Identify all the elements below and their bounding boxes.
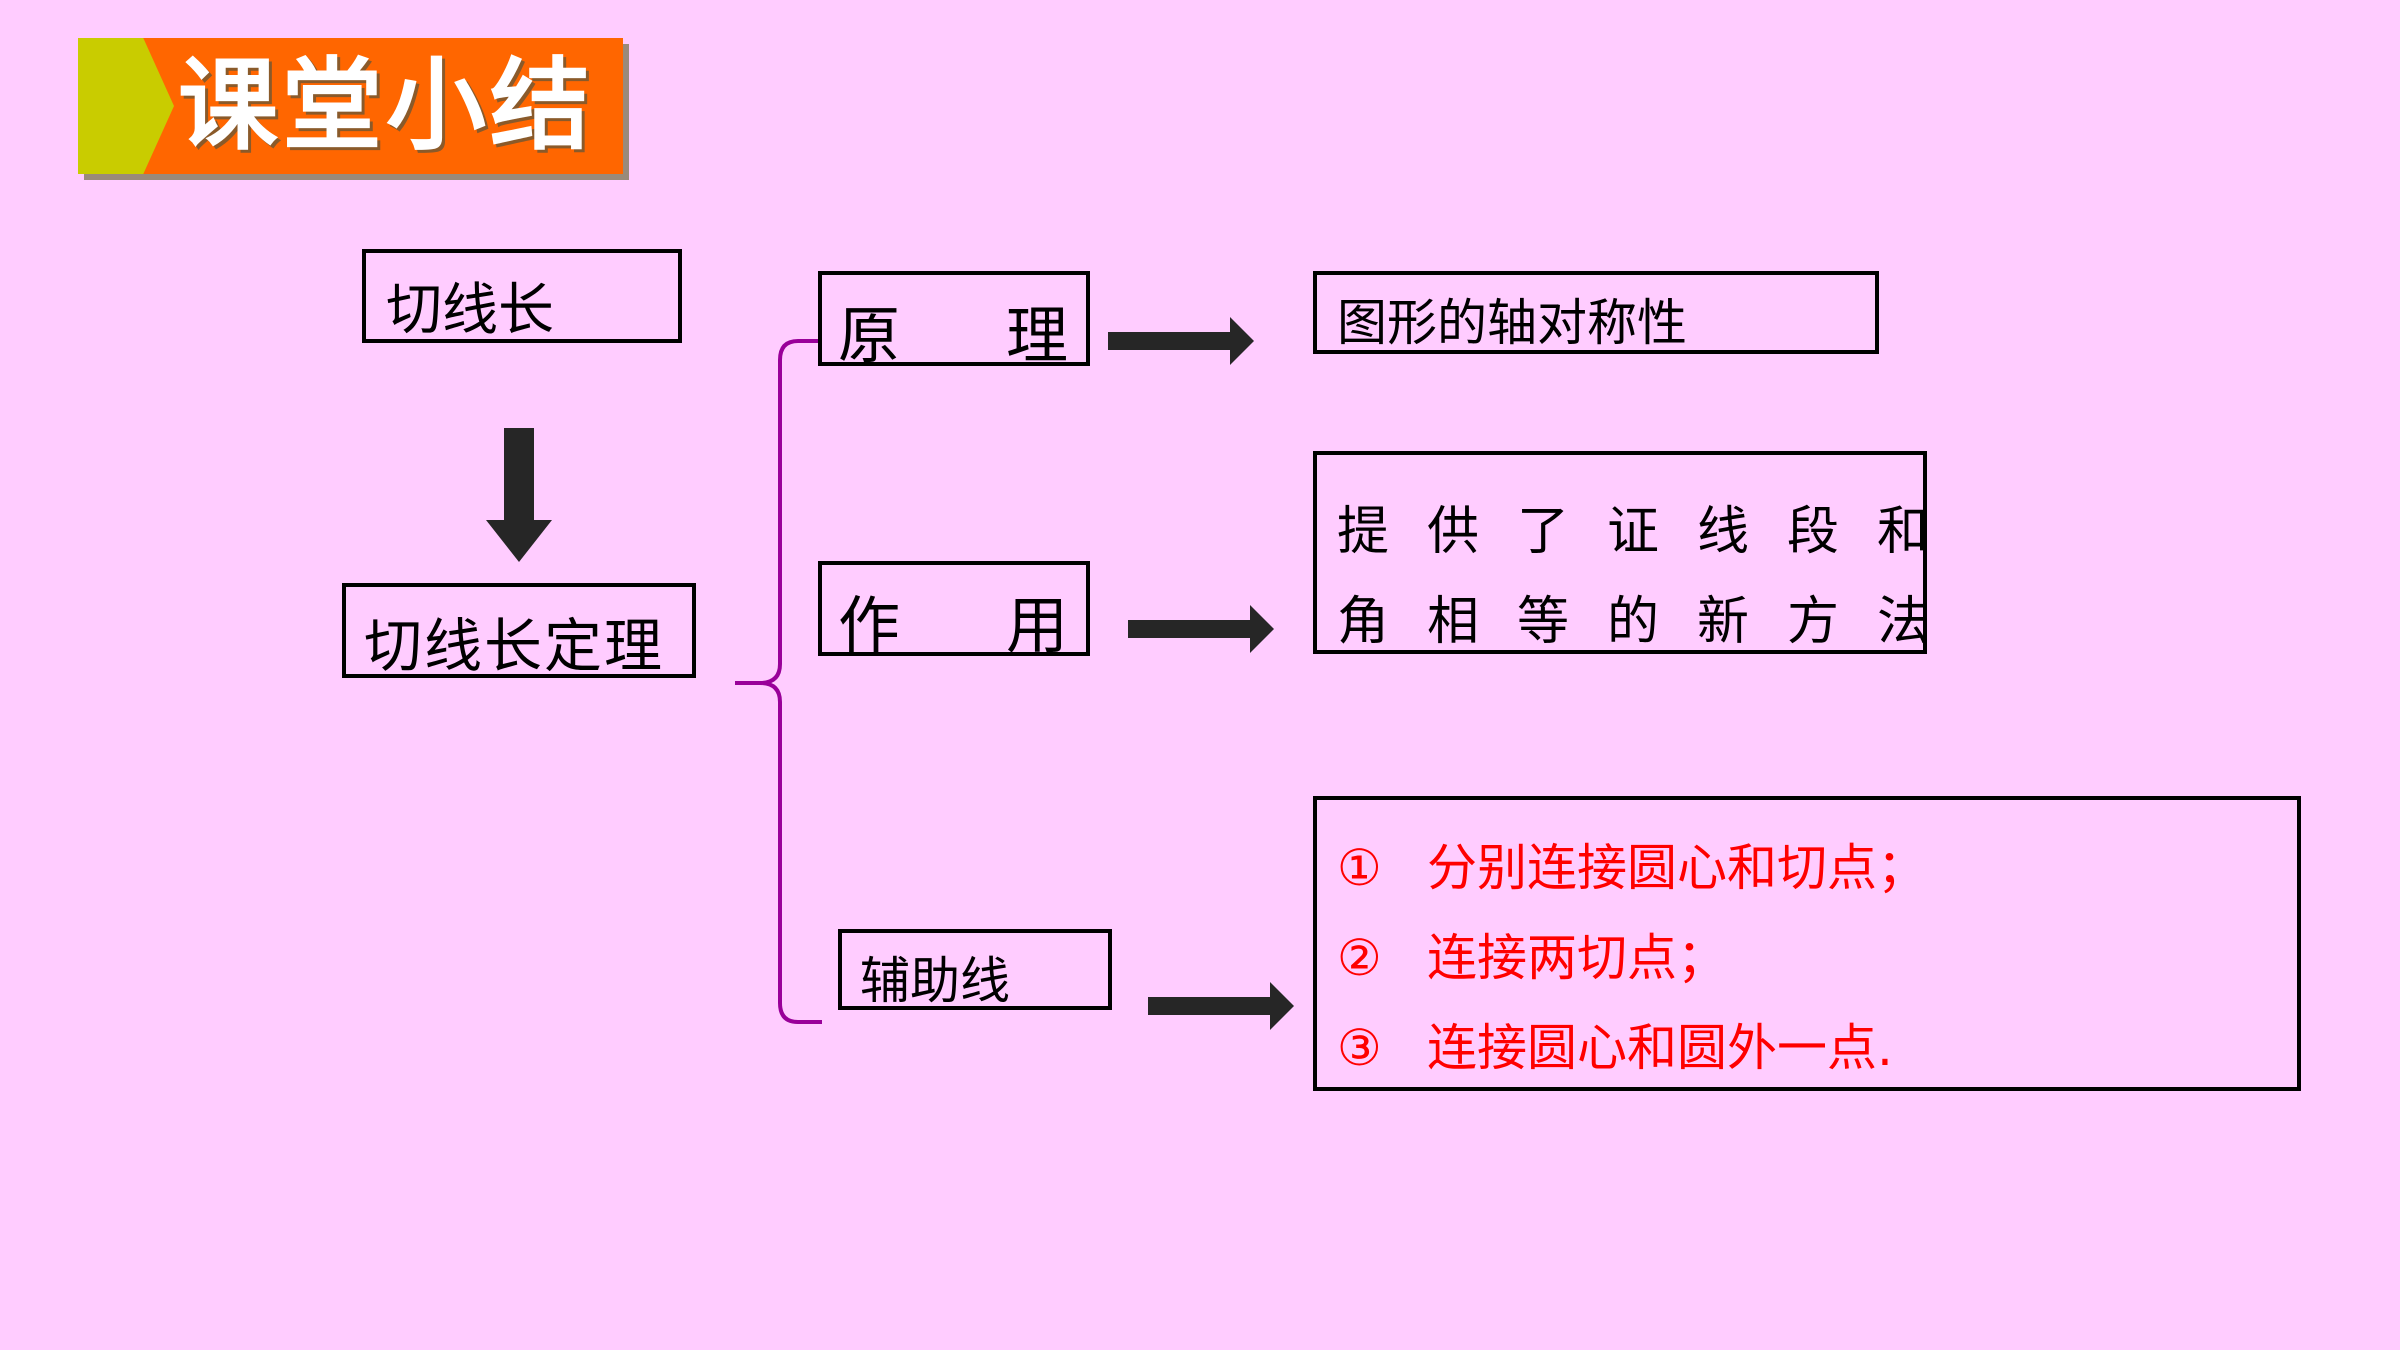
aux-list-item: ② 连接两切点；: [1337, 918, 1727, 990]
brace-icon: [735, 339, 822, 1024]
result-aux-list: ① 分别连接圆心和切点； ② 连接两切点； ③ 连接圆心和圆外一点.: [1313, 796, 2301, 1091]
result-symmetry-label: 图形的轴对称性: [1337, 294, 1687, 352]
node-principle-label-2: 理: [1005, 299, 1068, 372]
result-method-line-1: 提供了证线段和: [1337, 502, 1968, 562]
aux-item-text: 连接圆心和圆外一点.: [1427, 1019, 1893, 1077]
aux-item-marker: ②: [1337, 929, 1382, 987]
right-arrow-icon-principle: [1108, 317, 1254, 365]
down-arrow-icon: [486, 428, 552, 562]
node-usage-label-2: 用: [1005, 589, 1068, 662]
node-auxiliary-line-label: 辅助线: [860, 952, 1010, 1010]
node-principle: 原 理: [818, 271, 1090, 372]
aux-item-text: 连接两切点；: [1427, 929, 1727, 987]
node-tangent-length: 切线长: [362, 249, 682, 343]
node-usage-label-1: 作: [838, 589, 901, 662]
right-arrow-icon-usage: [1128, 605, 1274, 653]
node-theorem-label: 切线长定理: [364, 612, 665, 680]
right-arrow-icon-aux: [1148, 982, 1294, 1030]
aux-list-item: ① 分别连接圆心和切点；: [1337, 828, 1927, 900]
node-principle-label-1: 原: [838, 299, 901, 372]
aux-item-marker: ①: [1337, 839, 1382, 897]
node-tangent-length-label: 切线长: [386, 278, 554, 343]
result-symmetry: 图形的轴对称性: [1313, 271, 1879, 354]
aux-item-text: 分别连接圆心和切点；: [1427, 839, 1927, 897]
node-theorem: 切线长定理: [342, 583, 696, 680]
aux-item-marker: ③: [1337, 1019, 1382, 1077]
result-method: 提供了证线段和 角相等的新方法: [1313, 451, 1929, 654]
slide-title: 课堂小结: [178, 47, 594, 164]
node-usage: 作 用: [818, 561, 1090, 662]
aux-list-item: ③ 连接圆心和圆外一点.: [1337, 1008, 1893, 1080]
node-auxiliary-line: 辅助线: [838, 929, 1112, 1010]
result-method-line-2: 角相等的新方法: [1337, 592, 1968, 652]
